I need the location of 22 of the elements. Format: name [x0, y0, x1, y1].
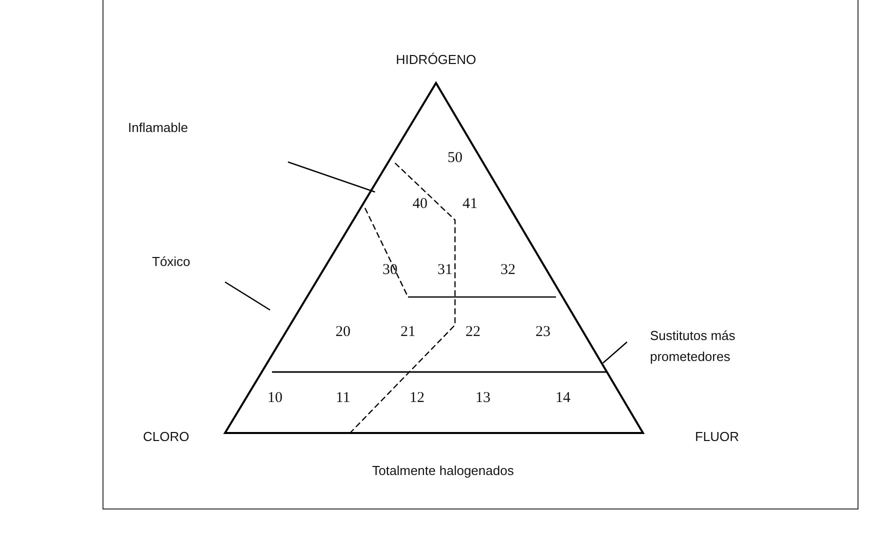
axis-label: CLORO [143, 429, 190, 445]
region-number: 13 [476, 390, 490, 406]
region-number: 14 [556, 390, 570, 406]
region-number: 32 [500, 262, 516, 278]
region-number: 11 [336, 390, 350, 406]
region-number: 10 [268, 390, 282, 406]
region-number: 23 [536, 324, 550, 340]
annotation-label: Inflamable [128, 120, 188, 136]
axis-label: FLUOR [695, 429, 740, 445]
region-number: 12 [410, 390, 424, 406]
region-label: Totalmente halogenados [372, 463, 514, 479]
region-number: 22 [466, 324, 480, 340]
region-number: 41 [462, 196, 478, 212]
region-number: 50 [448, 150, 462, 166]
annotation-label: Sustitutos más prometedores [650, 325, 770, 367]
axis-label: HIDRÓGENO [396, 52, 476, 68]
annotation-label: Tóxico [152, 254, 190, 270]
region-number: 40 [412, 196, 428, 212]
region-number: 31 [438, 262, 452, 278]
region-number: 21 [400, 324, 416, 340]
region-number: 30 [382, 262, 398, 278]
region-number: 20 [336, 324, 350, 340]
